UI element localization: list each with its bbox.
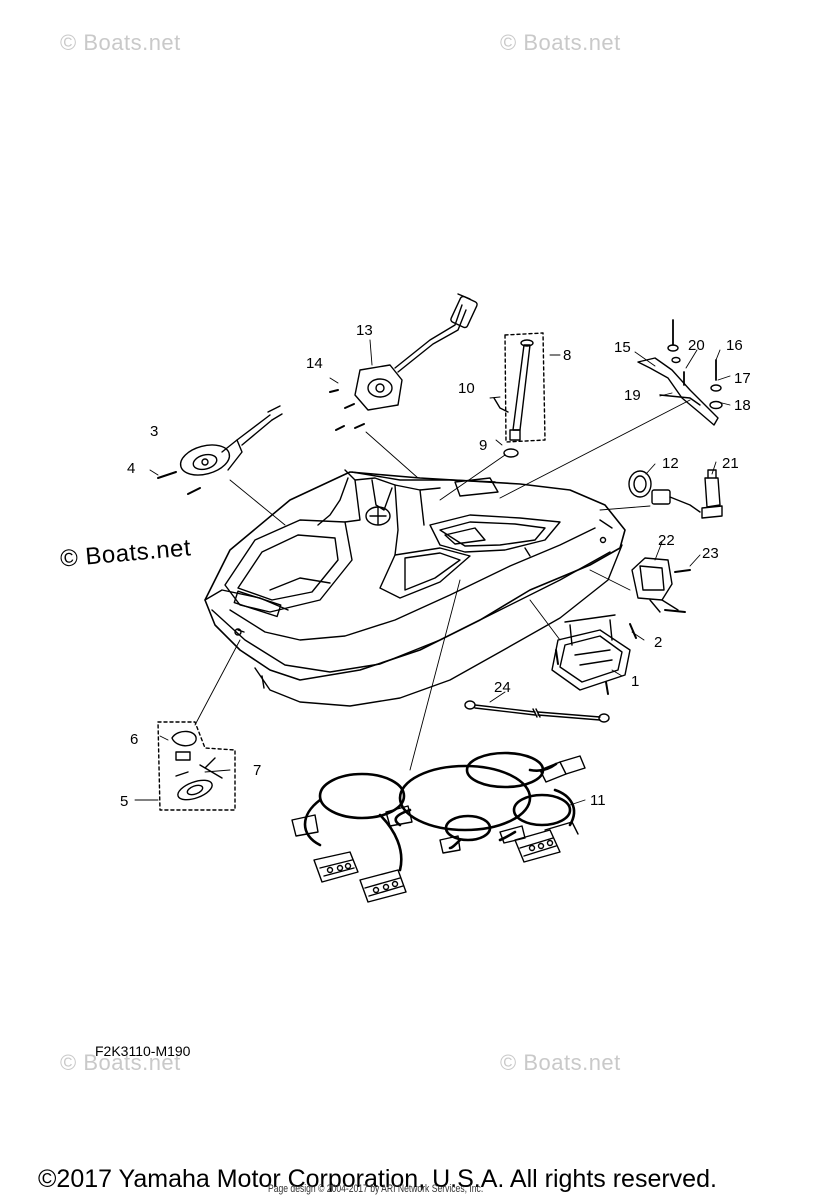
callout-23: 23 xyxy=(702,545,719,562)
callout-17: 17 xyxy=(734,370,751,387)
callout-15: 15 xyxy=(614,339,631,356)
callout-19: 19 xyxy=(624,387,641,404)
callout-5: 5 xyxy=(120,793,128,810)
callout-labels: 1 2 3 4 5 6 7 8 9 10 11 12 13 14 15 16 1… xyxy=(120,322,751,810)
part-21-sensor xyxy=(651,469,723,519)
callout-21: 21 xyxy=(722,455,739,472)
watermark-top-right: © Boats.net xyxy=(500,30,621,55)
callout-2: 2 xyxy=(654,634,662,651)
part-15-rail-bracket xyxy=(637,319,723,426)
callout-22: 22 xyxy=(658,532,675,549)
callout-3: 3 xyxy=(150,423,158,440)
callout-10: 10 xyxy=(458,380,475,397)
part-13-bracket xyxy=(329,293,478,431)
harness-connectors xyxy=(291,755,586,903)
part-11-wire-harness xyxy=(303,751,576,872)
callout-4: 4 xyxy=(127,460,135,477)
diagram-code: F2K3110-M190 xyxy=(95,1043,191,1059)
callout-18: 18 xyxy=(734,397,751,414)
callout-11: 11 xyxy=(590,792,606,809)
part-12-grommet xyxy=(628,470,652,498)
boat-hull xyxy=(204,469,626,707)
part-24-cable xyxy=(464,700,610,723)
watermark-bottom-left: © Boats.net xyxy=(60,1050,181,1075)
callout-20: 20 xyxy=(688,337,705,354)
watermark-top-left: © Boats.net xyxy=(60,30,181,55)
part-8-rod xyxy=(493,332,546,458)
part-22-control-unit xyxy=(631,557,691,613)
page-design-credit: Page design © 2004-2017 by ARI Network S… xyxy=(268,1183,484,1195)
callout-6: 6 xyxy=(130,731,138,748)
part-3-horn xyxy=(157,405,283,495)
callout-9: 9 xyxy=(479,437,487,454)
callout-14: 14 xyxy=(306,355,323,372)
callout-1: 1 xyxy=(631,673,639,690)
callout-13: 13 xyxy=(356,322,373,339)
part-1-battery-holder xyxy=(551,614,637,695)
watermark-bottom-right: © Boats.net xyxy=(500,1050,621,1075)
callout-16: 16 xyxy=(726,337,743,354)
callout-7: 7 xyxy=(253,762,261,779)
leader-lines xyxy=(134,339,731,806)
callout-24: 24 xyxy=(494,679,511,696)
part-5-drain-assembly xyxy=(157,721,236,811)
copyright-notice: ©2017 Yamaha Motor Corporation, U.S.A. A… xyxy=(38,1165,717,1193)
callout-8: 8 xyxy=(563,347,571,364)
callout-12: 12 xyxy=(662,455,679,472)
